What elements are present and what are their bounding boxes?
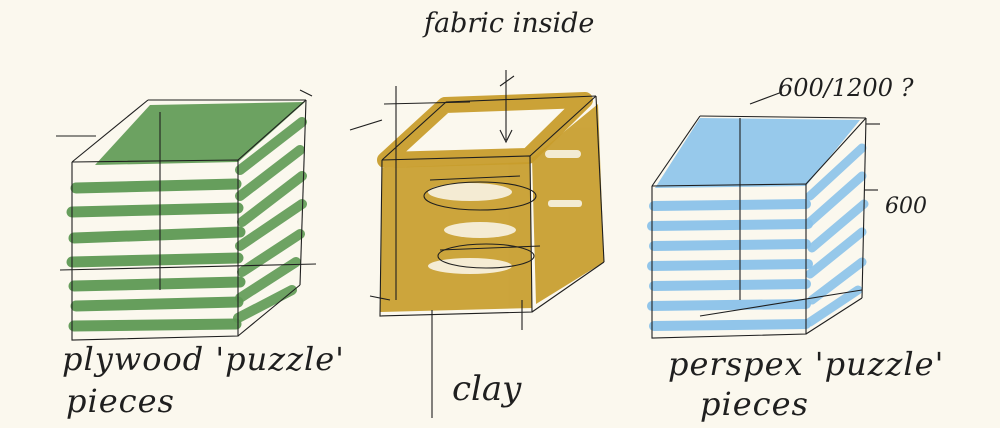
perspex-side-stripes [810, 148, 864, 322]
clay-cube [350, 70, 604, 418]
plywood-label-line1: plywood 'puzzle' [62, 343, 345, 375]
dimension-top-label: 600/1200 ? [778, 76, 913, 100]
plywood-front-stripes [72, 184, 240, 326]
clay-label: clay [452, 372, 521, 406]
fabric-inside-label: fabric inside [424, 10, 594, 37]
perspex-label-line2: pieces [700, 388, 809, 420]
perspex-label-line1: perspex 'puzzle' [668, 348, 944, 380]
perspex-front-stripes [652, 204, 808, 326]
dimension-side-label: 600 [885, 196, 927, 218]
plywood-label-line2: pieces [66, 385, 175, 417]
plywood-top-face [95, 102, 305, 165]
perspex-cube [652, 92, 880, 338]
plywood-cube [56, 90, 316, 340]
